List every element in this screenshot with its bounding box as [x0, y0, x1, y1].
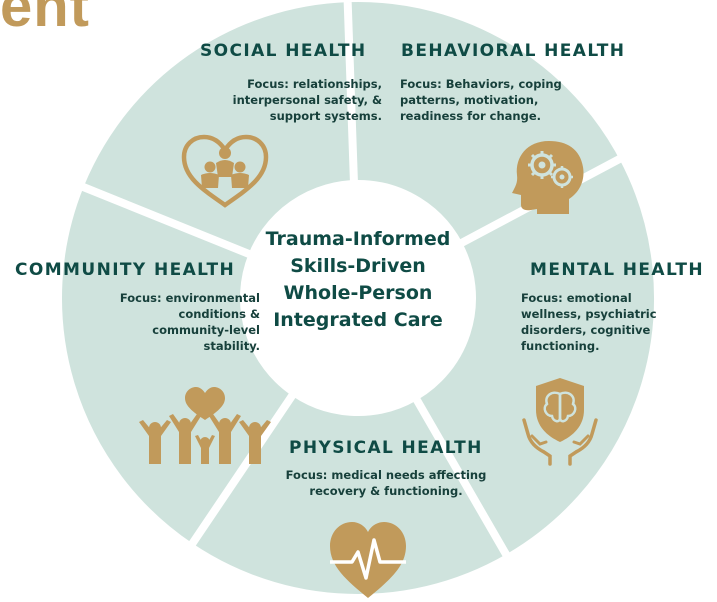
focus-line: patterns, motivation,: [400, 93, 539, 107]
community-health-focus: Focus: environmental conditions & commun…: [110, 290, 260, 354]
partial-heading: ent: [0, 0, 90, 39]
center-line: Whole-Person: [283, 282, 433, 304]
focus-line: Focus: medical needs affecting: [285, 468, 487, 482]
focus-line: Focus: environmental: [119, 291, 260, 305]
mental-health-focus: Focus: emotional wellness, psychiatric d…: [521, 290, 671, 354]
mental-health-title: MENTAL HEALTH: [530, 260, 704, 280]
focus-line: recovery & functioning.: [309, 484, 463, 498]
head-gears-icon: [512, 141, 584, 214]
behavioral-health-focus: Focus: Behaviors, coping patterns, motiv…: [400, 76, 585, 124]
focus-line: stability.: [203, 339, 260, 353]
focus-line: functioning.: [521, 339, 600, 353]
focus-line: Focus: relationships,: [247, 77, 382, 91]
center-circle: [250, 190, 466, 406]
social-health-focus: Focus: relationships, interpersonal safe…: [210, 76, 382, 124]
center-line: Skills-Driven: [290, 255, 426, 277]
family-heart-icon: [181, 134, 269, 208]
focus-line: disorders, cognitive: [521, 323, 651, 337]
focus-line: Focus: Behaviors, coping: [400, 77, 562, 91]
focus-line: readiness for change.: [400, 109, 542, 123]
focus-line: wellness, psychiatric: [521, 307, 657, 321]
focus-line: conditions &: [178, 307, 260, 321]
segment-social-health: [67, 0, 373, 268]
focus-line: interpersonal safety, &: [232, 93, 382, 107]
focus-line: community-level: [152, 323, 260, 337]
center-label: Trauma-Informed Skills-Driven Whole-Pers…: [258, 226, 458, 334]
social-health-title: SOCIAL HEALTH: [200, 41, 367, 61]
center-line: Integrated Care: [273, 309, 443, 331]
segment-mental-health: [402, 151, 662, 573]
focus-line: support systems.: [269, 109, 382, 123]
focus-line: Focus: emotional: [521, 291, 632, 305]
heart-pulse-icon: [330, 522, 406, 598]
community-people-icon: [139, 387, 271, 464]
behavioral-health-title: BEHAVIORAL HEALTH: [401, 41, 626, 61]
physical-health-title: PHYSICAL HEALTH: [289, 438, 483, 458]
physical-health-focus: Focus: medical needs affecting recovery …: [276, 467, 496, 499]
center-line: Trauma-Informed: [265, 228, 451, 250]
brain-hands-icon: [522, 378, 598, 466]
segment-community-health: [54, 180, 300, 553]
community-health-title: COMMUNITY HEALTH: [15, 260, 236, 280]
